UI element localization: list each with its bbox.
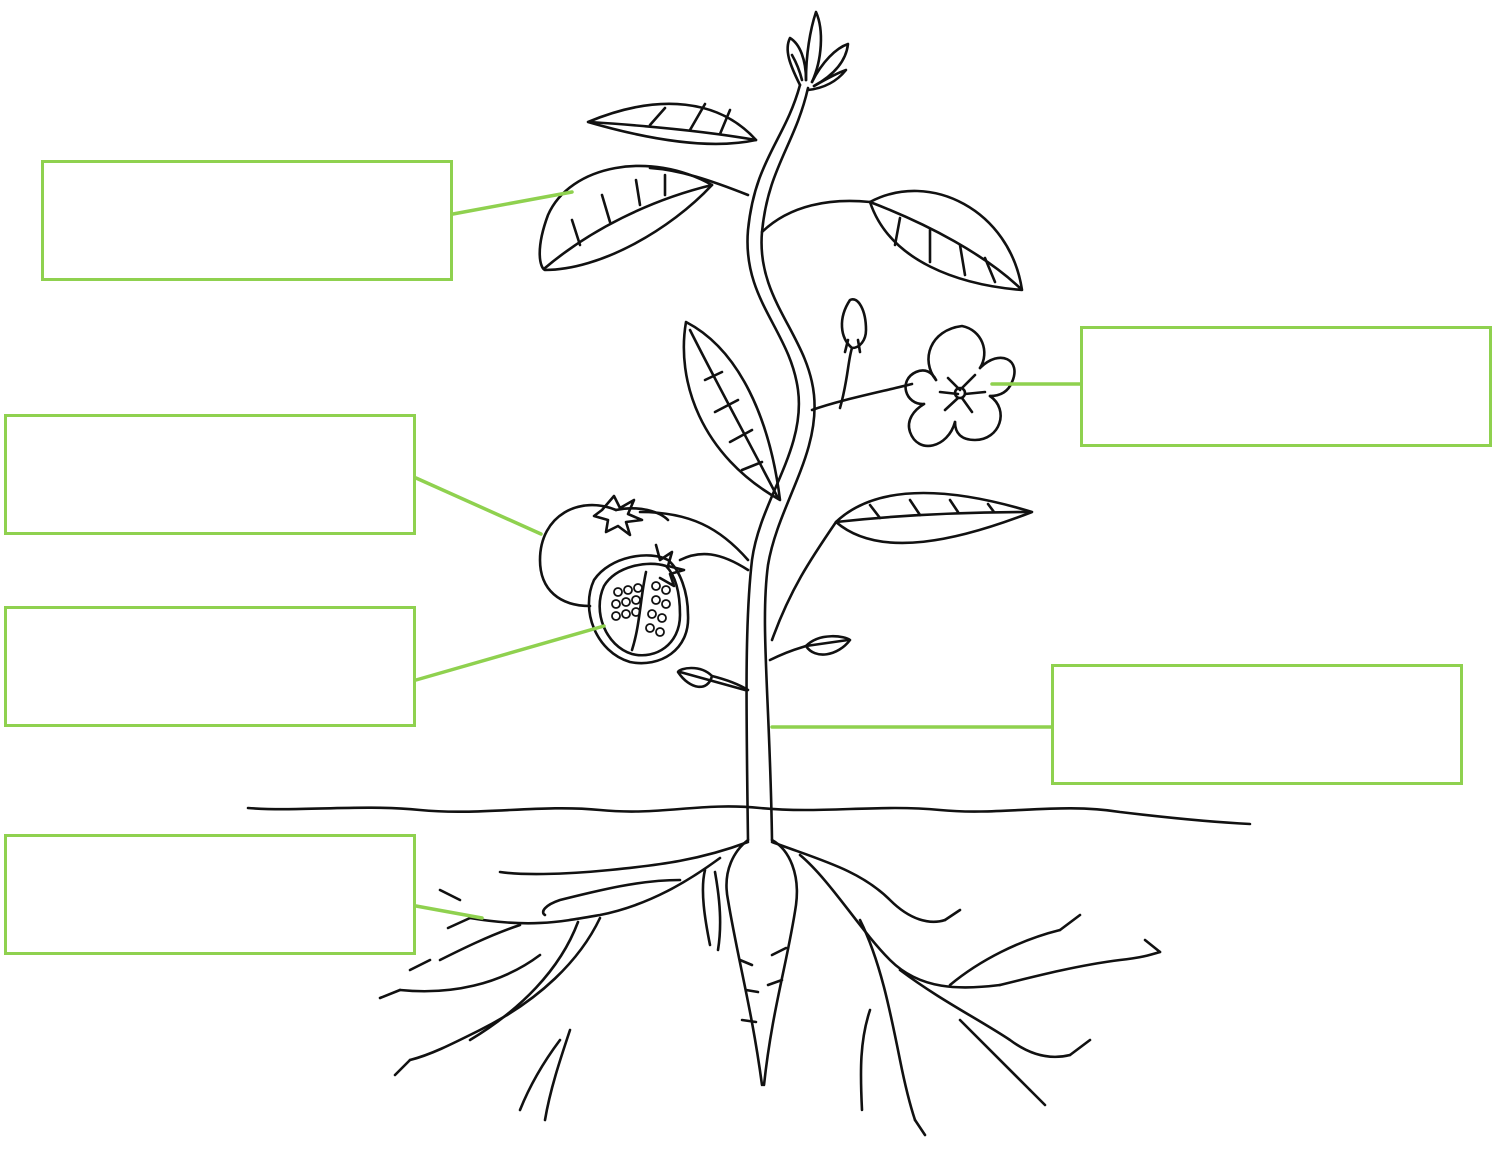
flower-bud (840, 299, 866, 408)
leaf-large-left (540, 166, 748, 270)
leader-line-root (416, 906, 482, 918)
leaf-small-right (770, 636, 850, 660)
label-box-flower[interactable] (1080, 326, 1492, 447)
leader-line-seed (416, 626, 604, 680)
roots (380, 840, 1160, 1135)
label-box-fruit[interactable] (4, 414, 416, 535)
leaf-right-lower (772, 493, 1032, 640)
leaf-middle-left (684, 322, 780, 500)
flower (812, 326, 1014, 446)
label-box-root[interactable] (4, 834, 416, 955)
label-box-leaf[interactable] (41, 160, 453, 281)
top-bud (788, 12, 848, 90)
label-box-seed[interactable] (4, 606, 416, 727)
leaf-small-left (678, 668, 748, 690)
leaf-large-right (762, 191, 1022, 290)
leader-line-fruit (416, 478, 541, 534)
leaf-top-left (588, 104, 756, 144)
fruit-cut (589, 545, 748, 663)
label-box-stem[interactable] (1051, 664, 1463, 785)
